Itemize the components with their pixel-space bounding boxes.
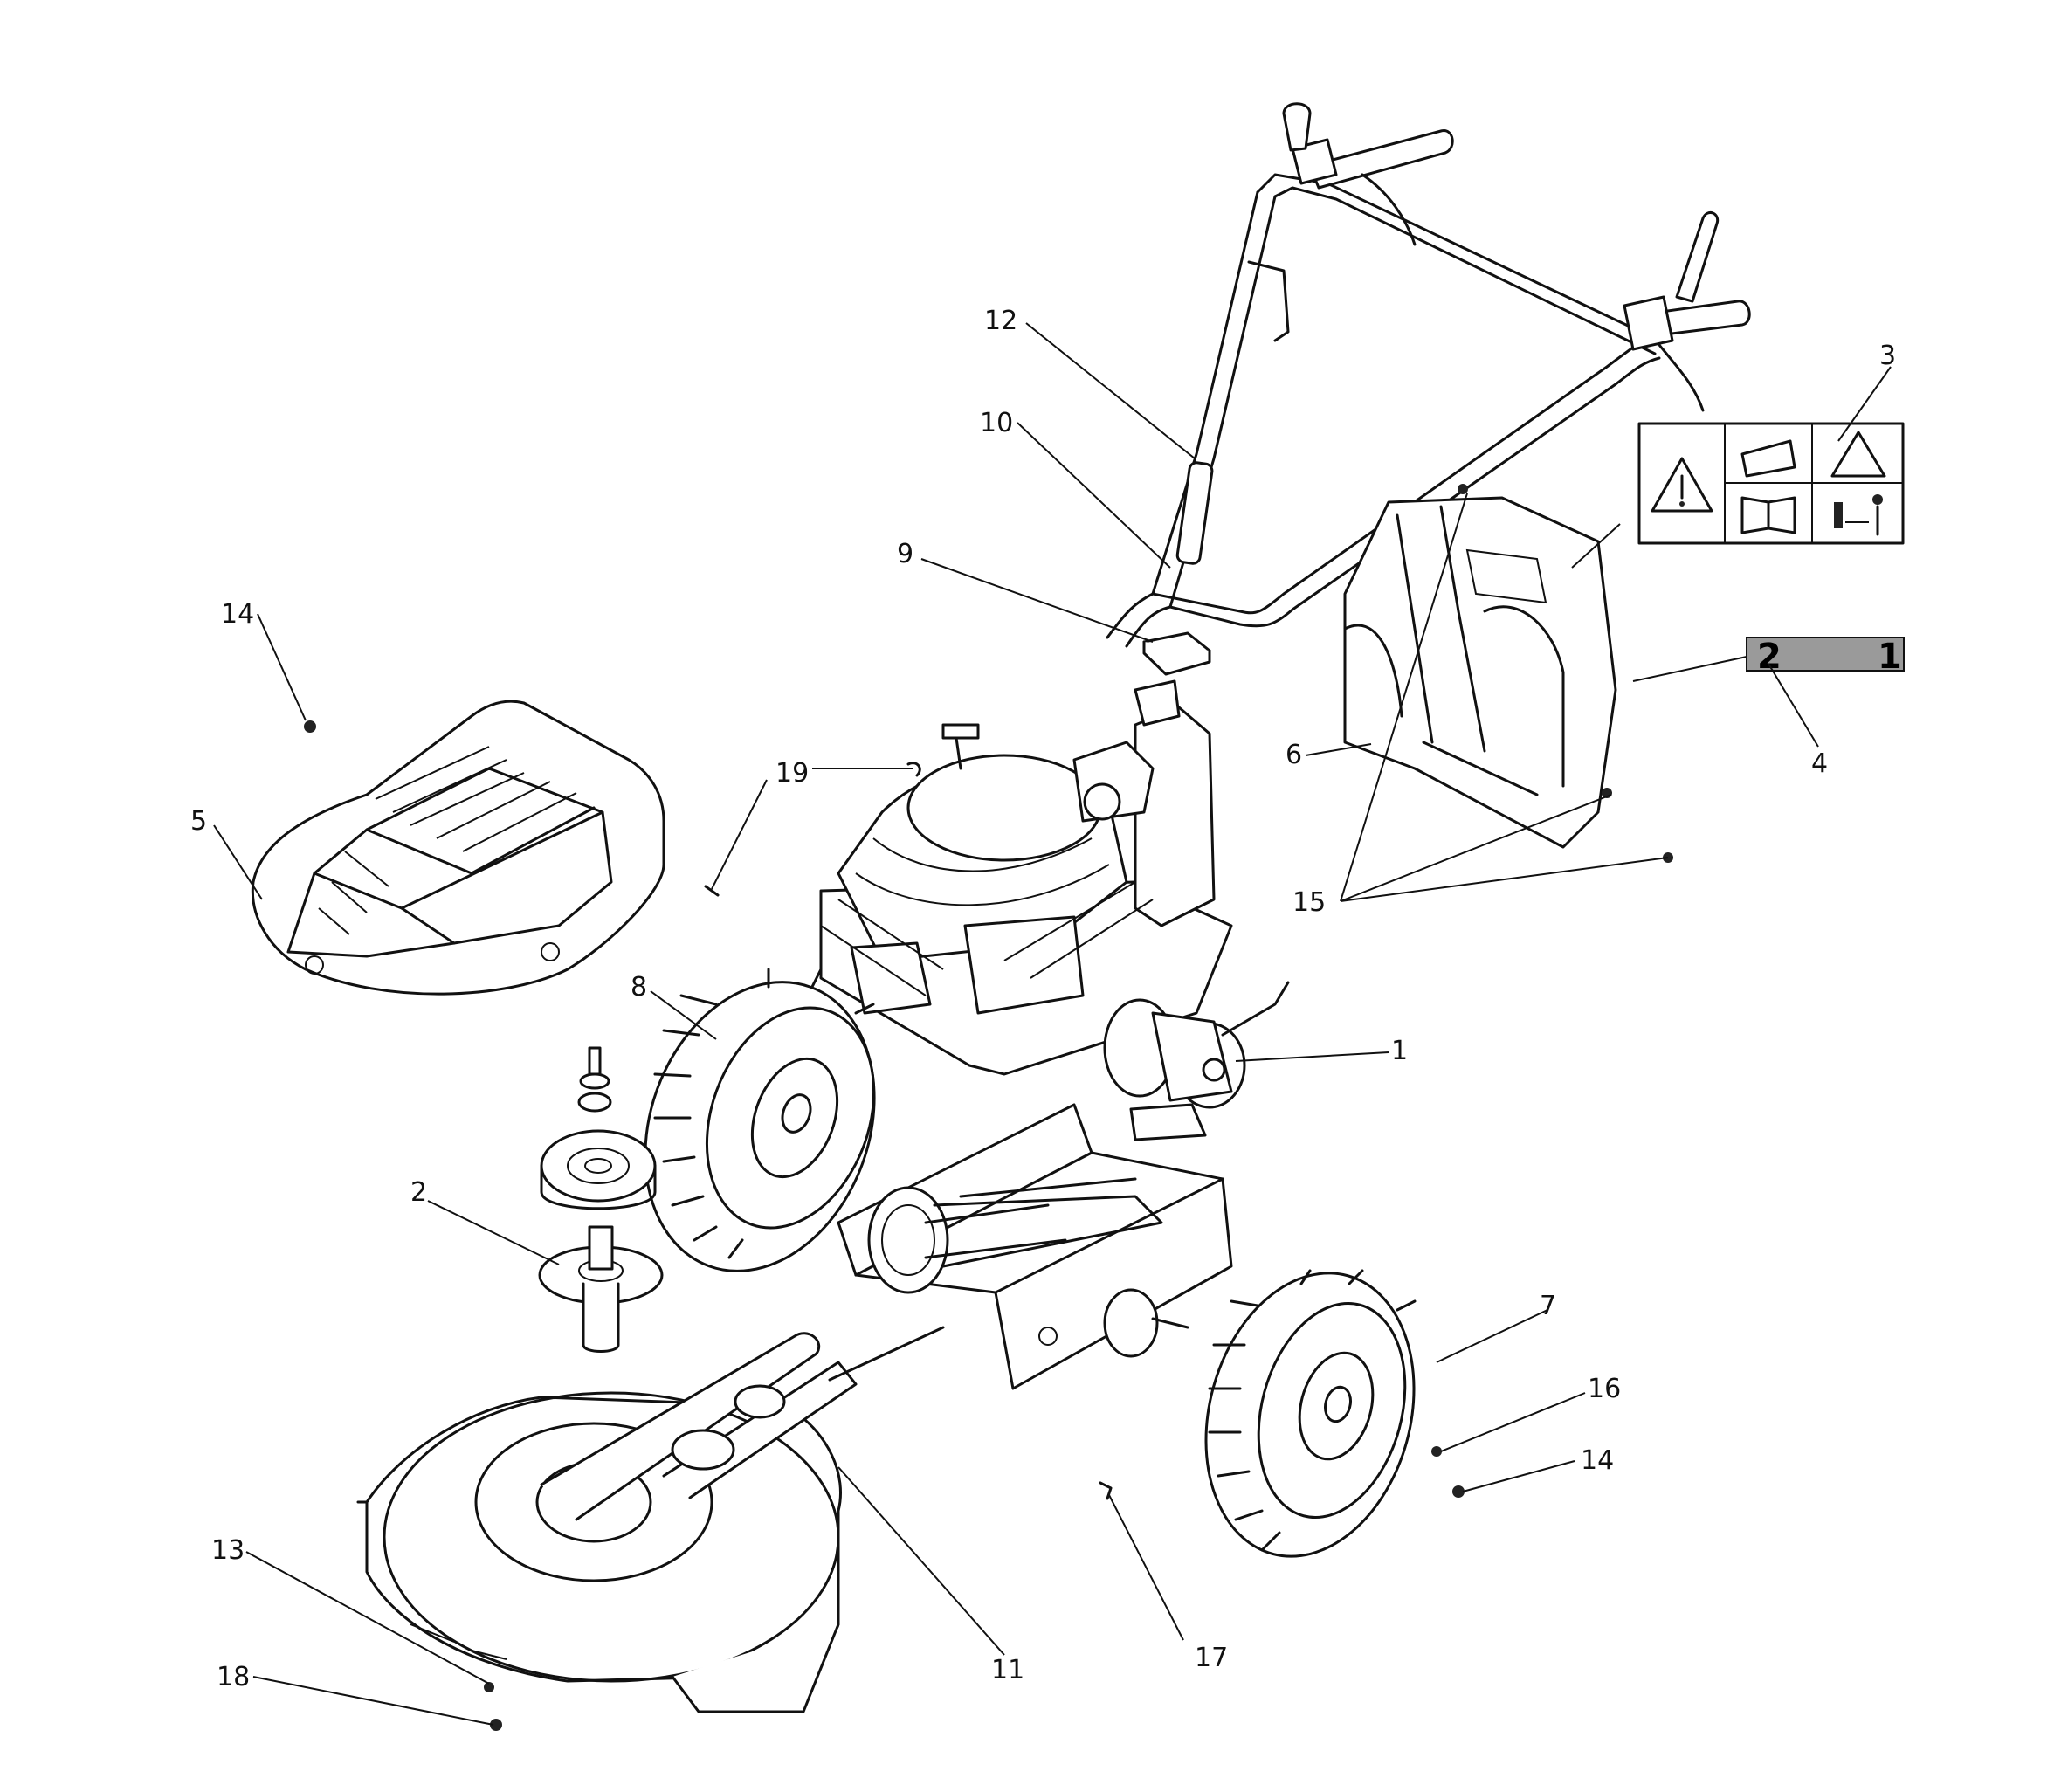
decal-left-number: 2 xyxy=(1757,637,1782,677)
grass-deflector xyxy=(1343,484,1673,863)
nut-upper xyxy=(304,720,316,733)
callout-7: 7 xyxy=(1540,1291,1556,1321)
gearbox xyxy=(1103,981,1290,1141)
callout-8: 8 xyxy=(631,972,647,1003)
callout-4: 4 xyxy=(1811,748,1828,779)
clip-19 xyxy=(704,762,921,897)
warning-decal xyxy=(1637,422,1905,545)
callout-2: 2 xyxy=(410,1177,427,1208)
callout-18: 18 xyxy=(217,1662,250,1692)
leader-lines xyxy=(213,322,1892,1726)
callout-labels: 1 2 3 4 5 6 7 8 9 10 11 12 13 14 14 15 1… xyxy=(190,306,1896,1692)
engine-cover xyxy=(251,700,665,996)
callout-12: 12 xyxy=(984,306,1017,336)
pulley-spindle xyxy=(538,1046,664,1353)
callout-3: 3 xyxy=(1879,341,1896,371)
transmission-frame xyxy=(837,1103,1233,1390)
number-decal: 2 1 xyxy=(1746,637,1905,677)
decal-right-number: 1 xyxy=(1878,637,1902,677)
callout-9: 9 xyxy=(897,539,913,569)
callout-1: 1 xyxy=(1391,1036,1408,1066)
handlebar-assembly xyxy=(1106,102,1751,648)
callout-14-upper: 14 xyxy=(221,599,254,630)
callout-13: 13 xyxy=(211,1535,245,1566)
callout-6: 6 xyxy=(1286,740,1302,770)
callout-5: 5 xyxy=(190,806,207,837)
callout-15: 15 xyxy=(1292,887,1326,918)
cutting-deck xyxy=(356,1326,945,1731)
right-wheel xyxy=(1204,1269,1417,1558)
engine xyxy=(819,679,1233,1076)
callout-16: 16 xyxy=(1588,1374,1621,1404)
callout-14-lower: 14 xyxy=(1581,1445,1614,1476)
handle-clamp xyxy=(1142,631,1211,676)
callout-11: 11 xyxy=(991,1655,1024,1685)
left-wheel xyxy=(644,968,876,1272)
hardware xyxy=(1099,1446,1465,1500)
callout-10: 10 xyxy=(980,408,1013,438)
callout-17: 17 xyxy=(1195,1643,1228,1673)
callout-19: 19 xyxy=(775,758,809,789)
